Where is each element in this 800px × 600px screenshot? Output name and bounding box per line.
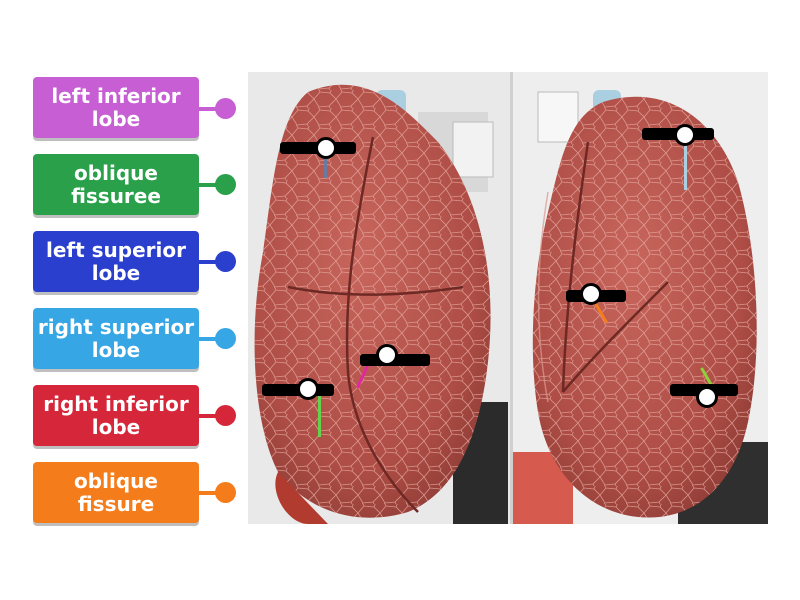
drag-handle-right-inferior-lobe[interactable] bbox=[199, 404, 239, 428]
label-oblique-fissuree[interactable]: oblique fissuree bbox=[33, 154, 199, 215]
label-left-inferior-lobe[interactable]: left inferior lobe bbox=[33, 77, 199, 138]
drag-handle-oblique-fissure[interactable] bbox=[199, 481, 239, 505]
label-left-superior-lobe[interactable]: left superior lobe bbox=[33, 231, 199, 292]
lung-illustration bbox=[248, 72, 768, 524]
drop-target-marker[interactable] bbox=[297, 378, 319, 400]
drag-handle-left-inferior-lobe[interactable] bbox=[199, 97, 239, 121]
label-right-superior-lobe[interactable]: right superior lobe bbox=[33, 308, 199, 369]
label-right-inferior-lobe[interactable]: right inferior lobe bbox=[33, 385, 199, 446]
drop-target-marker[interactable] bbox=[376, 344, 398, 366]
drop-target-marker[interactable] bbox=[674, 124, 696, 146]
drop-target-marker[interactable] bbox=[696, 386, 718, 408]
drop-target-marker[interactable] bbox=[315, 137, 337, 159]
drag-handle-oblique-fissuree[interactable] bbox=[199, 173, 239, 197]
label-oblique-fissure[interactable]: oblique fissure bbox=[33, 462, 199, 523]
lung-model-photo bbox=[248, 72, 768, 524]
drag-handle-left-superior-lobe[interactable] bbox=[199, 250, 239, 274]
drop-target-marker[interactable] bbox=[580, 283, 602, 305]
pointer-line bbox=[684, 140, 687, 190]
drag-handle-right-superior-lobe[interactable] bbox=[199, 327, 239, 351]
pointer-line bbox=[324, 152, 327, 178]
pointer-line bbox=[318, 392, 321, 437]
